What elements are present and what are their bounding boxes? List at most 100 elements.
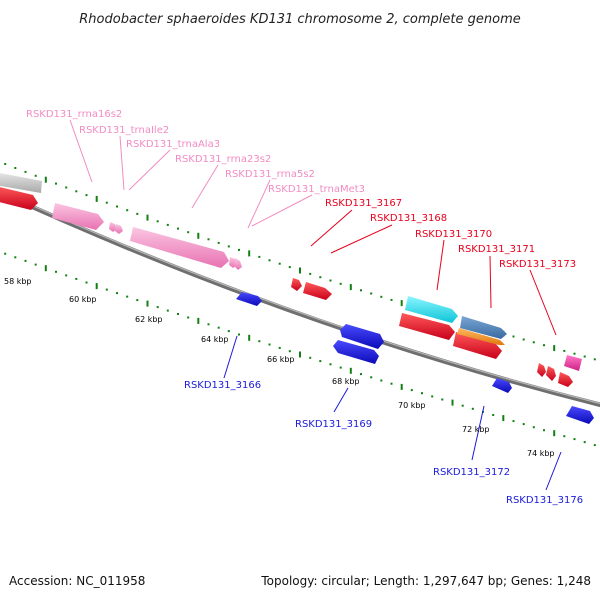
leader-3171 [489,255,492,309]
leader-rrna16s2 [69,119,93,183]
gene-red-small-3 [558,372,573,387]
track-minor-tick [268,343,271,346]
track-minor-tick [329,363,332,366]
gene-red-small-2 [546,366,556,381]
track-minor-tick [461,404,464,407]
track-major-tick [197,317,200,324]
track-minor-tick [573,438,576,441]
track-minor-tick [116,292,118,295]
scale-label: 62 kbp [135,315,163,324]
leader-3176 [545,451,562,491]
scale-label: 68 kbp [332,377,360,386]
track-minor-tick [512,335,515,338]
rna-labels: RSKD131_rrna16s2 RSKD131_trnaIle2 RSKD13… [26,109,365,229]
gene-trnaMet3 [234,258,242,270]
track-minor-tick [258,340,261,343]
track-minor-tick [441,398,444,401]
scale-labels: 58 kbp 60 kbp 62 kbp 64 kbp 66 kbp 68 kb… [4,277,555,458]
track-minor-tick [217,326,220,329]
gene-rskd131-3167a [291,278,302,291]
label-3173: RSKD131_3173 [499,259,576,270]
track-minor-tick [268,259,271,262]
track-minor-tick [573,352,576,355]
gene-rskd131-3169a [340,324,384,349]
track-minor-tick [593,358,596,361]
leader-trnaMet3 [251,194,313,227]
track-minor-tick [309,272,312,275]
label-3166: RSKD131_3166 [184,380,261,391]
map-title: Rhodobacter sphaeroides KD131 chromosome… [79,12,520,27]
track-minor-tick [288,350,291,353]
leader-3170 [436,239,445,291]
track-minor-tick [278,346,281,349]
track-major-tick [248,334,251,341]
track-minor-tick [24,170,27,173]
track-minor-tick [136,212,139,215]
gene-red-small-1 [537,363,546,377]
label-3169: RSKD131_3169 [295,419,372,430]
track-minor-tick [65,274,68,277]
track-minor-tick [471,407,474,410]
track-minor-tick [238,248,240,251]
track-minor-tick [543,429,545,432]
gene-rskd131-3171-red [453,332,502,359]
leader-trnaIle2 [119,135,125,191]
track-minor-tick [14,256,17,259]
scale-label: 70 kbp [398,401,426,410]
track-minor-tick [14,167,17,169]
gene-rskd131-3172 [492,378,512,393]
track-minor-tick [187,231,190,234]
track-major-tick [502,415,505,422]
track-minor-tick [278,262,281,265]
track-minor-tick [380,295,383,298]
leader-3167 [310,209,353,247]
scale-label: 58 kbp [4,277,32,286]
track-major-tick [451,399,454,406]
reverse-gene-labels: RSKD131_3166 RSKD131_3169 RSKD131_3172 R… [184,335,583,506]
label-rrna5s2: RSKD131_rrna5s2 [225,169,315,180]
genome-summary-text: Topology: circular; Length: 1,297,647 bp… [260,574,591,588]
track-minor-tick [370,292,373,295]
track-minor-tick [4,163,7,165]
track-minor-tick [522,338,525,341]
gene-rrna16s2 [52,203,104,230]
track-major-tick [553,430,556,437]
track-minor-tick [593,444,596,447]
leader-3169 [333,387,349,413]
track-major-tick [400,300,403,307]
gene-rskd131-3170-red [399,313,455,340]
track-minor-tick [177,227,179,230]
track-minor-tick [166,309,169,312]
label-3167: RSKD131_3167 [325,198,402,209]
label-trnaIle2: RSKD131_trnaIle2 [79,125,169,136]
track-minor-tick [583,441,586,444]
track-minor-tick [126,209,129,212]
track-minor-tick [166,223,169,226]
leader-trnaAla3 [128,149,171,191]
leader-3166 [223,335,238,379]
track-minor-tick [207,238,210,241]
label-3172: RSKD131_3172 [433,467,510,478]
track-minor-tick [309,356,312,359]
track-minor-tick [126,295,129,298]
track-major-tick [146,300,149,307]
track-minor-tick [380,379,383,382]
gene-trnaIle2 [109,222,117,232]
leader-3172 [471,405,485,461]
label-3170: RSKD131_3170 [415,229,492,240]
leader-rrna5s2 [247,179,271,229]
gene-rrna23s2 [130,227,229,268]
track-minor-tick [65,186,68,189]
track-major-tick [299,351,301,358]
track-minor-tick [207,323,210,326]
track-minor-tick [431,395,434,398]
track-minor-tick [583,355,586,358]
label-trnaAla3: RSKD131_trnaAla3 [126,139,220,150]
track-minor-tick [217,241,220,244]
track-major-tick [44,176,47,183]
scale-label: 60 kbp [69,295,97,304]
track-major-tick [553,345,556,352]
forward-gene-labels: RSKD131_3167 RSKD131_3168 RSKD131_3170 R… [310,198,576,336]
track-minor-tick [492,414,495,416]
